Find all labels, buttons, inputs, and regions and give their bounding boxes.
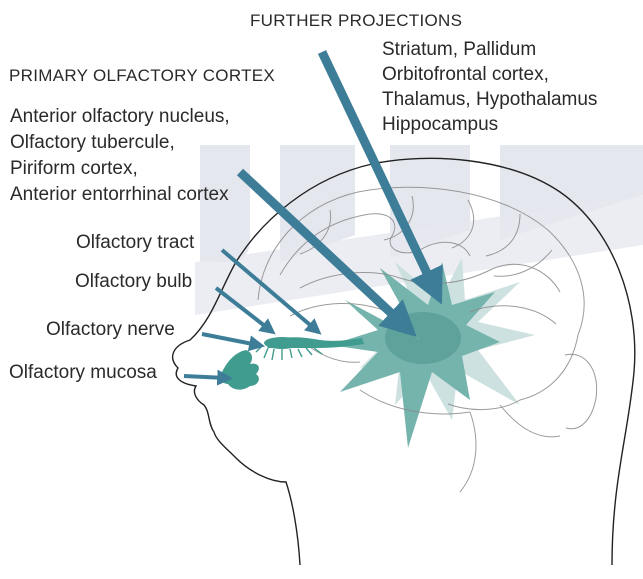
further-projections-heading: FURTHER PROJECTIONS: [250, 12, 462, 29]
primary-olfactory-cortex-heading: PRIMARY OLFACTORY CORTEX: [9, 67, 275, 84]
projection-target: Striatum, Pallidum: [382, 37, 597, 62]
cortex-area: Anterior entorrhinal cortex: [10, 182, 230, 208]
projection-target: Orbitofrontal cortex,: [382, 62, 597, 87]
primary-cortex-areas-list: Anterior olfactory nucleus, Olfactory tu…: [10, 104, 230, 208]
further-projections-list: Striatum, Pallidum Orbitofrontal cortex,…: [382, 37, 597, 137]
olfactory-bulb-shape: [264, 337, 300, 349]
olfactory-mucosa-shape: [220, 350, 258, 390]
olfactory-tract-label: Olfactory tract: [76, 233, 194, 252]
projection-target: Thalamus, Hypothalamus: [382, 87, 597, 112]
projection-target: Hippocampus: [382, 112, 597, 137]
ear-outline: [565, 354, 597, 429]
arrow-olfactory-nerve: [202, 334, 258, 345]
cortex-area: Anterior olfactory nucleus,: [10, 104, 230, 130]
olfactory-mucosa-label: Olfactory mucosa: [9, 363, 157, 382]
olfactory-nerve-label: Olfactory nerve: [46, 320, 175, 339]
arrow-olfactory-mucosa: [184, 376, 226, 378]
olfactory-bulb-label: Olfactory bulb: [75, 272, 192, 291]
cortex-area: Piriform cortex,: [10, 156, 230, 182]
cortex-area: Olfactory tubercule,: [10, 130, 230, 156]
